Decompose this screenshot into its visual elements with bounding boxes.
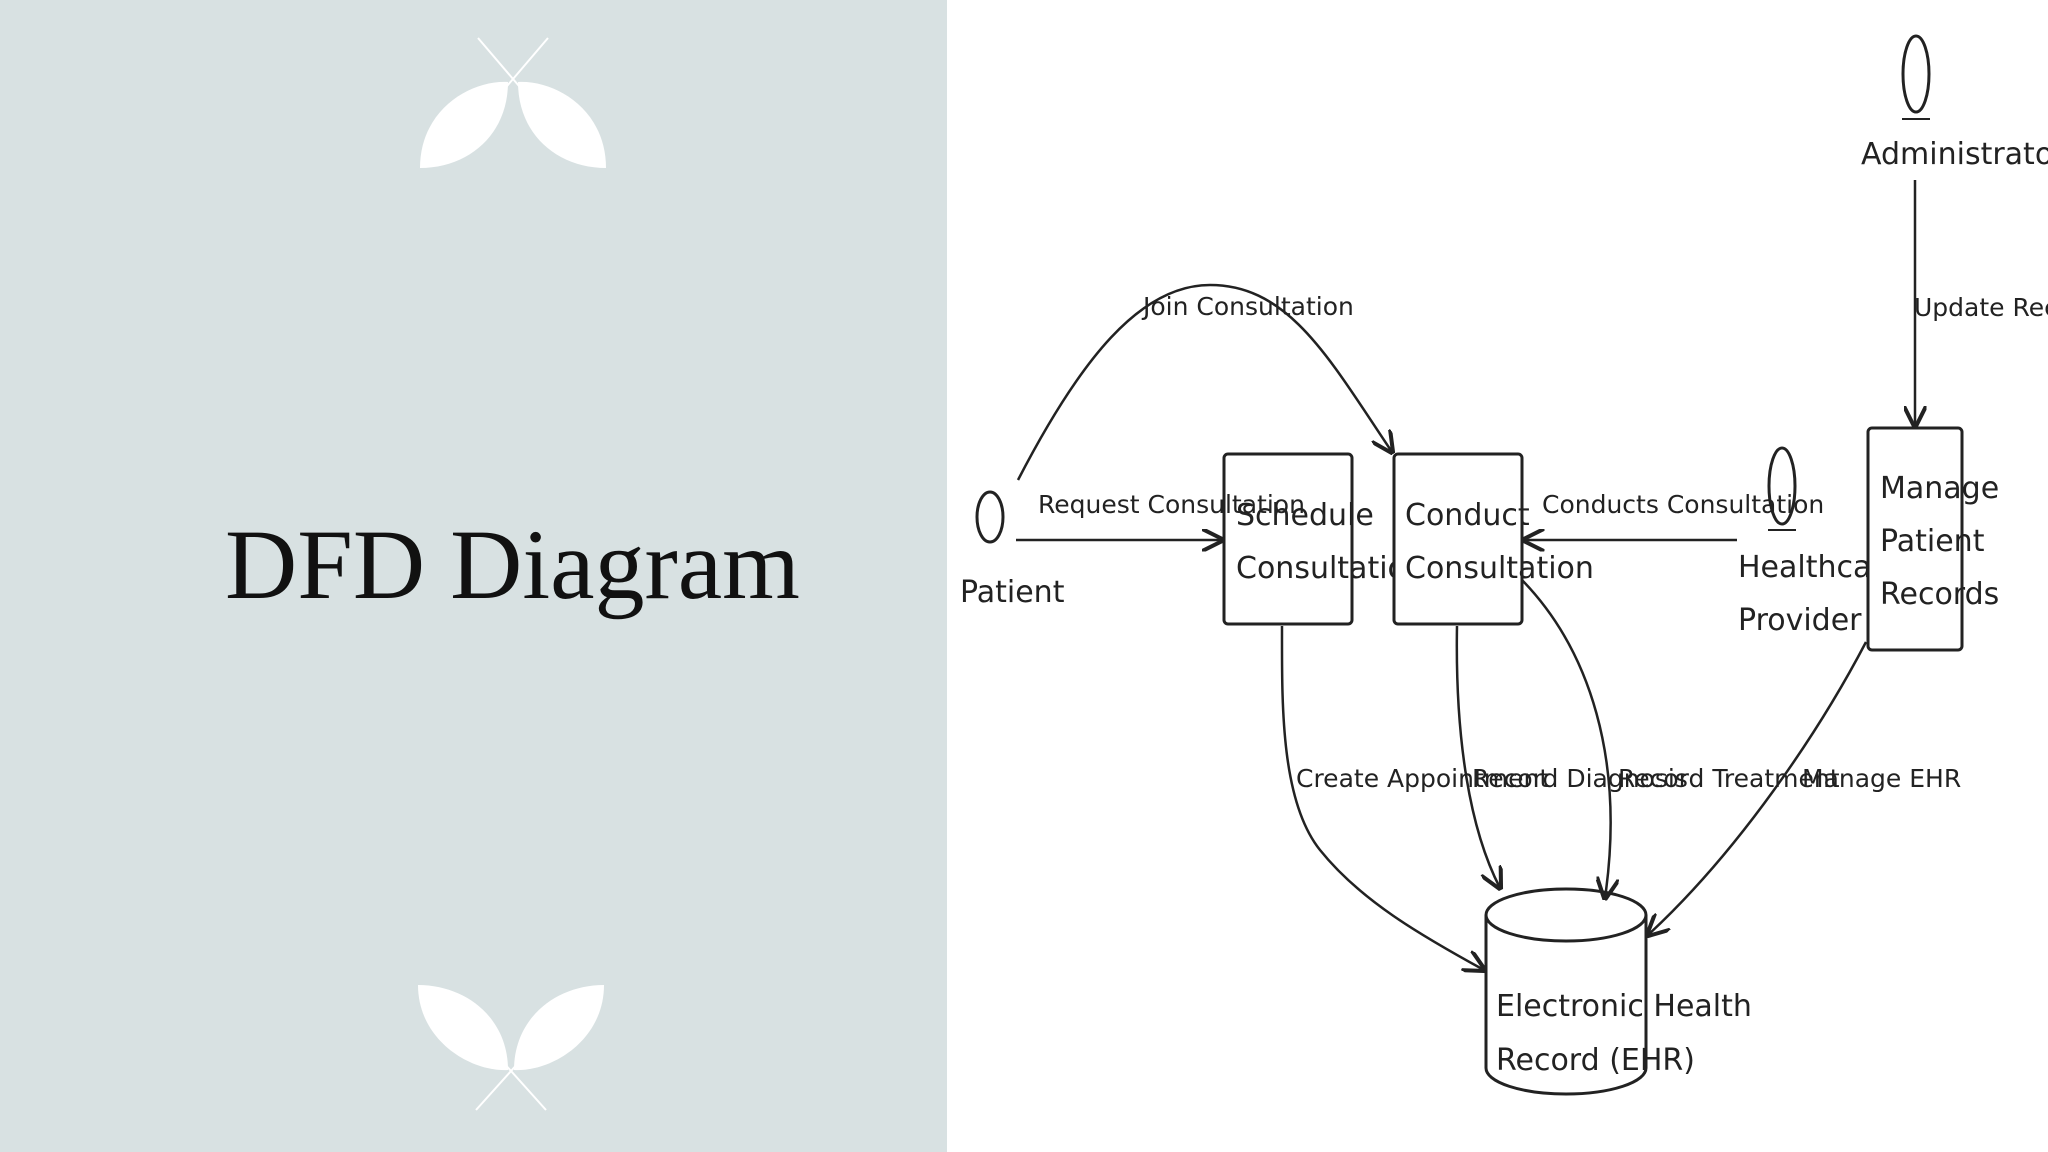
ehr-label-line2: Record (EHR) — [1496, 1043, 1695, 1078]
create-appointment-flow — [1280, 625, 1484, 970]
join-consultation-label: Join Consultation — [1141, 292, 1354, 321]
update-records-label: Update Records — [1914, 293, 2048, 322]
bottom-leaf-ornament — [418, 985, 604, 1111]
patient-label: Patient — [960, 575, 1065, 610]
manage-records-label-line1: Manage — [1880, 471, 1999, 506]
schedule-consultation-label-line1: Schedule — [1236, 498, 1374, 533]
manage-ehr-label: Manage EHR — [1802, 764, 1961, 793]
manage-records-label-line3: Records — [1880, 577, 1999, 612]
join-consultation-flow — [1016, 283, 1392, 481]
record-diagnosis-label: Record Diagnosis — [1472, 764, 1688, 793]
title-panel: DFD Diagram — [0, 0, 947, 1152]
patient-actor-icon — [975, 490, 1005, 544]
administrator-label: Administrator — [1861, 137, 2048, 172]
record-treatment-flow — [1521, 579, 1611, 898]
conducts-consultation-label: Conducts Consultation — [1542, 490, 1824, 519]
request-consultation-label: Request Consultation — [1038, 490, 1305, 519]
administrator-actor: Administrator — [1861, 34, 2048, 172]
conduct-consultation-process: Conduct Consultation — [1392, 452, 1594, 626]
slide-title: DFD Diagram — [225, 509, 800, 620]
top-leaf-ornament — [420, 37, 606, 168]
administrator-actor-icon — [1901, 34, 1931, 114]
dfd-diagram: Patient Healthcare Provider Administrato… — [960, 34, 2048, 1096]
record-diagnosis-flow — [1455, 625, 1500, 888]
manage-patient-records-process: Manage Patient Records — [1866, 426, 1999, 652]
ehr-datastore: Electronic Health Record (EHR) — [1484, 887, 1752, 1096]
create-appointment-label: Create Appointment — [1296, 764, 1549, 793]
conduct-consultation-label-line2: Consultation — [1405, 551, 1594, 586]
record-treatment-label: Record Treatment — [1618, 764, 1840, 793]
conduct-consultation-label-line1: Conduct — [1405, 498, 1530, 533]
healthcare-provider-actor-icon — [1767, 446, 1797, 526]
manage-ehr-flow — [1648, 641, 1868, 935]
ehr-label-line1: Electronic Health — [1496, 989, 1752, 1024]
leaf-ornaments — [418, 37, 606, 1111]
patient-actor: Patient — [960, 490, 1065, 610]
healthcare-provider-label-line2: Provider — [1738, 603, 1862, 638]
manage-records-label-line2: Patient — [1880, 524, 1985, 559]
